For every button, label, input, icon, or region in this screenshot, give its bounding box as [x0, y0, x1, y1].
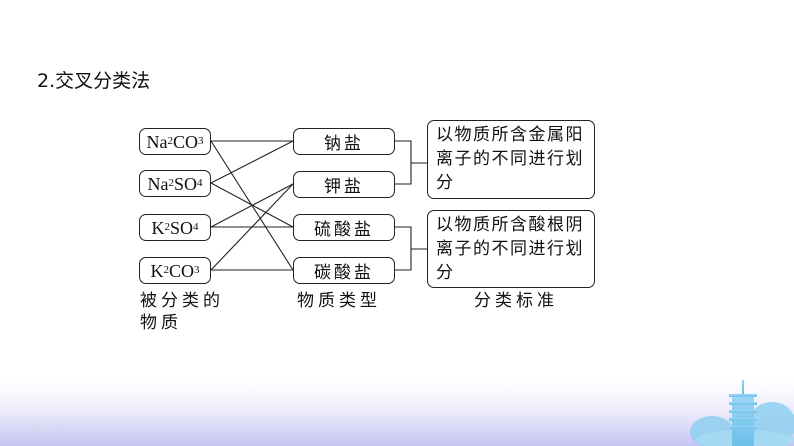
type-sulfate: 硫酸盐: [293, 214, 395, 241]
bracket-acid: [395, 226, 427, 271]
type-carbonate: 碳酸盐: [293, 257, 395, 284]
type-sodium-salt: 钠盐: [293, 128, 395, 155]
connection-K2SO4-钾盐: [210, 183, 294, 228]
standard-metal-cation: 以物质所含金属阳离子的不同进行划分: [427, 120, 595, 199]
tower-landscape-icon: [690, 380, 794, 446]
standard-acid-anion: 以物质所含酸根阴离子的不同进行划分: [427, 210, 595, 288]
connection-K2CO3-钾盐: [210, 183, 294, 271]
forward-icon[interactable]: ⇨: [53, 421, 65, 435]
type-potassium-salt: 钾盐: [293, 171, 395, 198]
caption-types: 物质类型: [297, 291, 381, 311]
connection-Na2SO4-钠盐: [210, 140, 294, 184]
menu-icon[interactable]: ≡: [29, 421, 41, 435]
section-heading: 2.交叉分类法: [37, 70, 151, 92]
bracket-metal: [395, 140, 427, 185]
caption-standards: 分类标准: [474, 291, 558, 311]
back-arrow-icon[interactable]: ⁄: [9, 421, 12, 435]
footer-band: ⁄ ≡ ⇨: [0, 380, 794, 446]
caption-substances: 被分类的物质: [140, 291, 224, 333]
